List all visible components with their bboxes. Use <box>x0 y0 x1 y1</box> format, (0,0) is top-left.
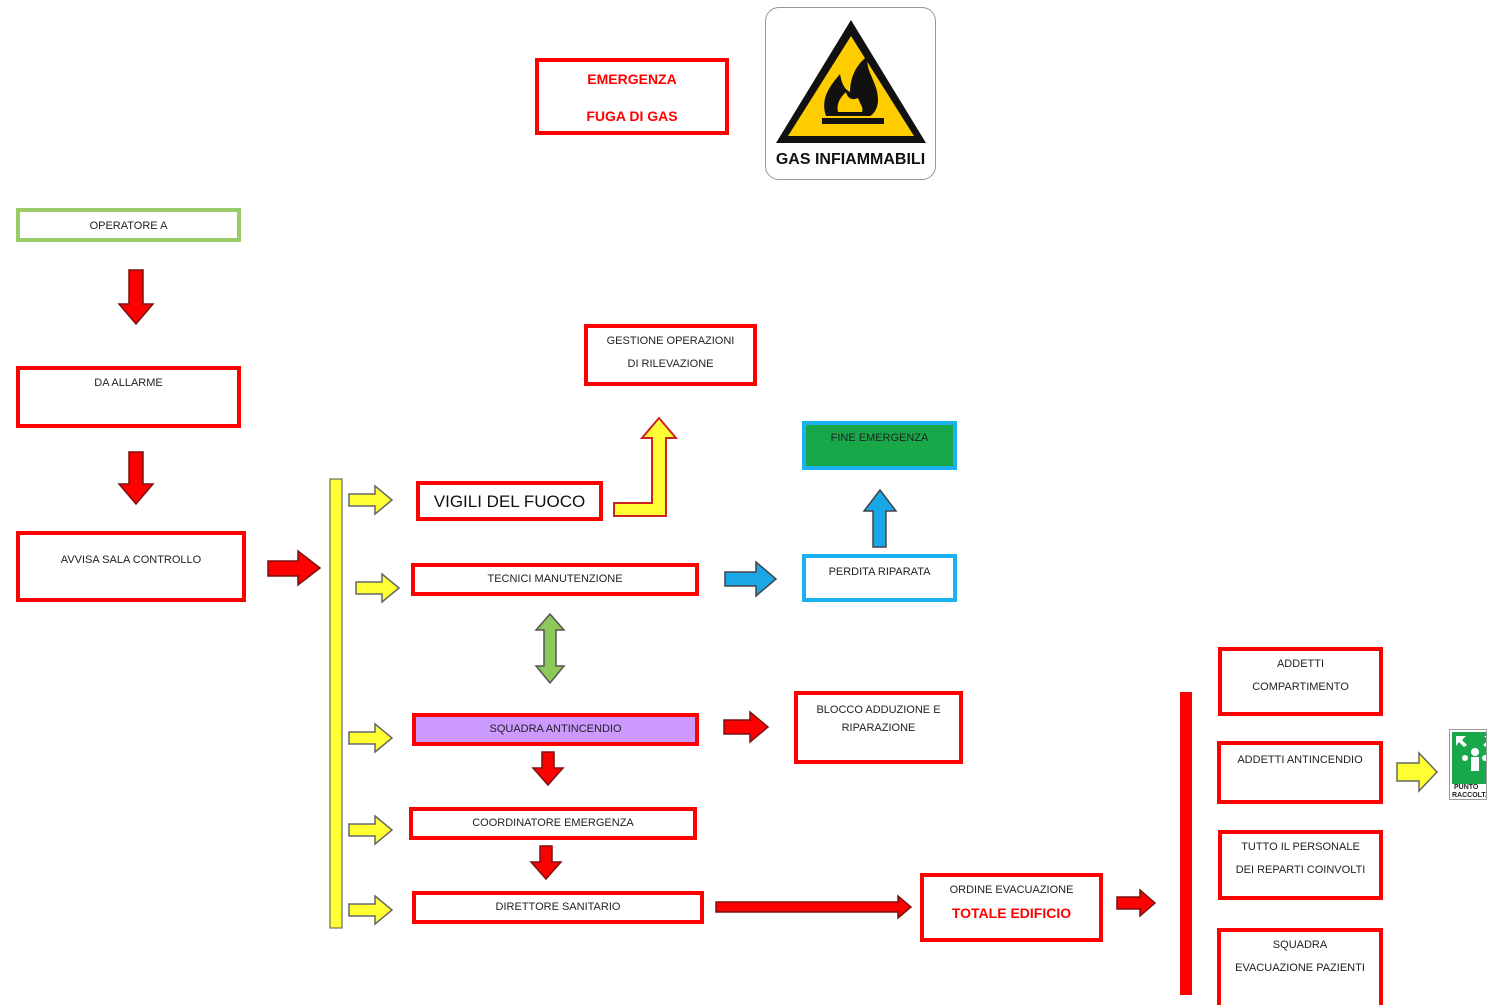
notify-control-room-box: AVVISA SALA CONTROLLO <box>16 531 246 602</box>
yellow-distribution-bar <box>329 478 343 929</box>
yellow-bent-arrow <box>613 416 679 517</box>
repaired-box: PERDITA RIPARATA <box>802 554 957 602</box>
flammable-triangle-icon <box>776 20 926 143</box>
evacuation-order-box: ORDINE EVACUAZIONE TOTALE EDIFICIO <box>920 873 1103 942</box>
director-box: DIRETTORE SANITARIO <box>412 891 704 924</box>
coordinator-label: COORDINATORE EMERGENZA <box>472 817 634 829</box>
title-box: EMERGENZA FUGA DI GAS <box>535 58 729 135</box>
coordinator-box: COORDINATORE EMERGENZA <box>409 807 697 840</box>
firefighting-label: ADDETTI ANTINCENDIO <box>1237 754 1363 766</box>
fire-squad-box: SQUADRA ANTINCENDIO <box>412 713 699 746</box>
yellow-arrow-assembly <box>1396 751 1439 793</box>
operator-box: OPERATORE A <box>16 208 241 242</box>
hazard-sign: GAS INFIAMMABILI <box>765 7 936 180</box>
red-arrow-down-4 <box>529 845 563 881</box>
arrow-down-2 <box>117 451 155 506</box>
maintenance-label: TECNICI MANUTENZIONE <box>487 573 623 585</box>
detection-line2: DI RILEVAZIONE <box>627 358 714 370</box>
compartment-line1: ADDETTI <box>1276 658 1325 670</box>
compartment-line2: COMPARTIMENTO <box>1252 681 1349 693</box>
assembly-text-line2: RACCOLTA <box>1452 792 1487 799</box>
director-label: DIRETTORE SANITARIO <box>495 901 621 913</box>
personnel-line1: TUTTO IL PERSONALE <box>1241 841 1360 853</box>
alarm-label: DA ALLARME <box>94 377 163 389</box>
red-long-arrow <box>715 894 913 920</box>
firefighters-label: VIGILI DEL FUOCO <box>433 492 586 511</box>
fire-squad-label: SQUADRA ANTINCENDIO <box>489 723 622 735</box>
red-arrow-blocco <box>723 710 770 744</box>
patients-line2: EVACUAZIONE PAZIENTI <box>1235 962 1365 974</box>
alarm-box: DA ALLARME <box>16 366 241 428</box>
firefighting-staff-box: ADDETTI ANTINCENDIO <box>1217 741 1383 804</box>
assembly-point-sign: PUNTO RACCOLTA <box>1449 729 1487 800</box>
yellow-arrow-4 <box>348 814 394 846</box>
yellow-arrow-2 <box>355 572 401 604</box>
assembly-text-line1: PUNTO <box>1454 784 1479 791</box>
red-arrow-down-3 <box>531 751 565 787</box>
detection-box: GESTIONE OPERAZIONI DI RILEVAZIONE <box>584 324 757 386</box>
detection-line1: GESTIONE OPERAZIONI <box>606 335 735 347</box>
patient-evacuation-box: SQUADRA EVACUAZIONE PAZIENTI <box>1217 928 1383 1005</box>
yellow-arrow-5 <box>348 894 394 926</box>
end-emergency-label: FINE EMERGENZA <box>830 432 929 444</box>
yellow-arrow-3 <box>348 722 394 754</box>
end-emergency-box: FINE EMERGENZA <box>802 421 957 470</box>
firefighters-box: VIGILI DEL FUOCO <box>416 481 603 521</box>
block-supply-box: BLOCCO ADDUZIONE E RIPARAZIONE <box>794 691 963 764</box>
repaired-label: PERDITA RIPARATA <box>828 566 931 578</box>
evac-line1: ORDINE EVACUAZIONE <box>949 884 1074 896</box>
assembly-point-icon <box>1452 732 1486 784</box>
all-personnel-box: TUTTO IL PERSONALE DEI REPARTI COINVOLTI <box>1218 830 1383 900</box>
yellow-arrow-1 <box>348 484 394 516</box>
block-line2: RIPARAZIONE <box>841 722 916 734</box>
compartment-staff-box: ADDETTI COMPARTIMENTO <box>1218 647 1383 716</box>
arrow-right-to-bar <box>267 549 322 587</box>
green-double-arrow <box>534 612 566 685</box>
patients-line1: SQUADRA <box>1272 939 1328 951</box>
evac-line2: TOTALE EDIFICIO <box>951 905 1072 921</box>
personnel-line2: DEI REPARTI COINVOLTI <box>1235 864 1366 876</box>
title-line1: EMERGENZA <box>587 71 677 87</box>
arrow-down-1 <box>117 269 155 326</box>
notify-label: AVVISA SALA CONTROLLO <box>60 554 202 566</box>
blue-arrow-up <box>862 488 898 548</box>
blue-arrow-right <box>724 560 778 598</box>
maintenance-box: TECNICI MANUTENZIONE <box>411 563 699 596</box>
operator-label: OPERATORE A <box>89 220 168 232</box>
title-line2: FUGA DI GAS <box>586 108 678 124</box>
hazard-caption: GAS INFIAMMABILI <box>775 151 926 168</box>
red-distribution-bar <box>1180 692 1192 995</box>
red-arrow-to-bar <box>1116 888 1157 918</box>
block-line1: BLOCCO ADDUZIONE E <box>816 704 941 716</box>
